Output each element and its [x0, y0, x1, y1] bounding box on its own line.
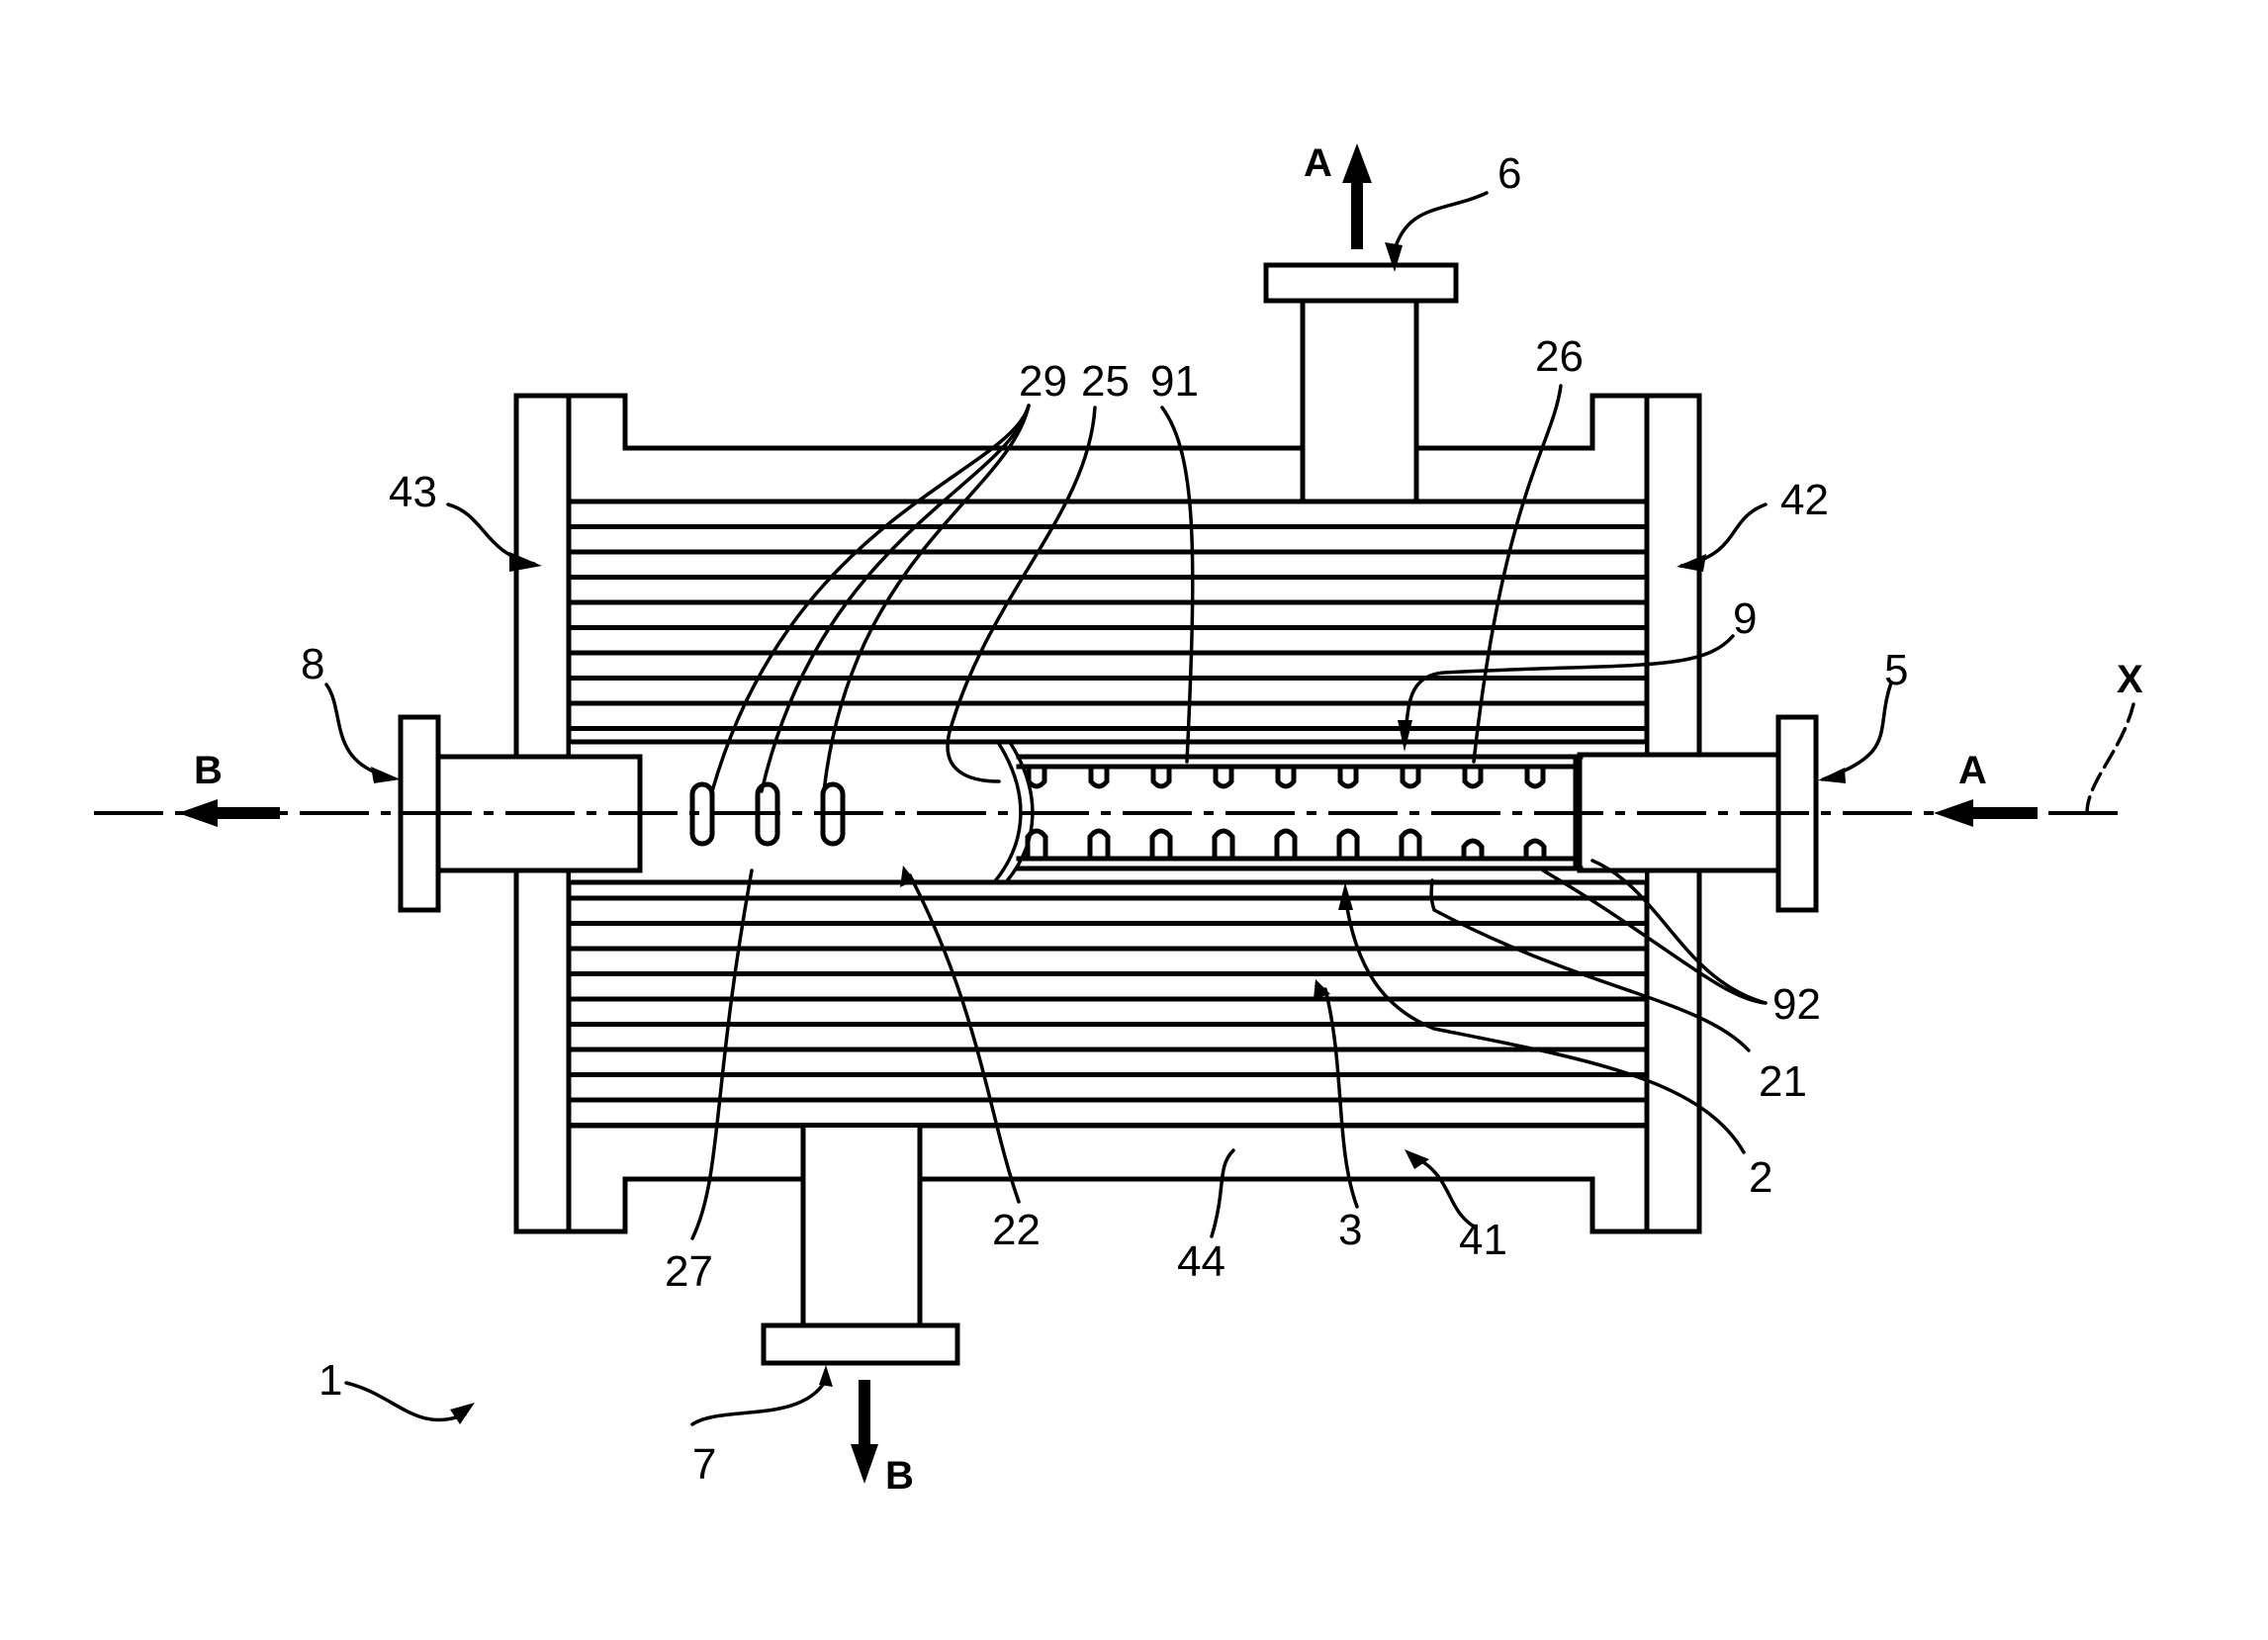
fin-92 — [1461, 838, 1485, 862]
leader-3 — [1323, 987, 1359, 1209]
label-25: 25 — [1081, 357, 1130, 406]
fin-92 — [1025, 828, 1048, 862]
arrow-b-bottom-icon — [851, 1380, 878, 1484]
shell-41 — [566, 393, 1650, 1234]
label-41: 41 — [1459, 1216, 1507, 1264]
fin-91 — [1088, 764, 1110, 789]
label-1: 1 — [318, 1356, 342, 1405]
leader-29b — [760, 404, 1031, 793]
arrow-b-left-icon — [178, 799, 280, 827]
leader-29a — [710, 404, 1031, 793]
fin-92 — [1399, 828, 1422, 862]
arrow-a-right-icon — [1934, 799, 2038, 827]
leader-44 — [1210, 1148, 1235, 1238]
label-92: 92 — [1772, 980, 1821, 1029]
fin-92 — [1212, 828, 1235, 862]
leader-5 — [1821, 681, 1893, 781]
label-43: 43 — [389, 468, 437, 516]
top-nozzle-pipe — [1303, 300, 1416, 498]
leader-91 — [1160, 406, 1195, 764]
top-nozzle-flange — [1263, 262, 1459, 304]
leader-25 — [946, 406, 1097, 783]
fin-92 — [1336, 828, 1360, 862]
fin-91 — [1150, 764, 1172, 789]
tube-bundle-lower — [571, 895, 1645, 1129]
leader-29c — [822, 404, 1031, 793]
label-91: 91 — [1150, 357, 1199, 406]
leader-27 — [690, 868, 754, 1240]
bottom-nozzle-flange — [761, 1322, 960, 1366]
label-9: 9 — [1733, 594, 1757, 643]
fin-92 — [1149, 828, 1173, 862]
label-8: 8 — [301, 640, 324, 688]
label-29: 29 — [1019, 357, 1067, 406]
insert-end-25 — [992, 742, 1023, 884]
leader-92b — [1590, 859, 1768, 1005]
fin-92 — [1087, 828, 1111, 862]
label-flow-a-right: A — [1958, 749, 1987, 792]
leader-2 — [1343, 893, 1746, 1154]
fin-91 — [1400, 764, 1421, 789]
leader-1 — [344, 1381, 467, 1422]
fin-91 — [1337, 764, 1359, 789]
leader-21 — [1429, 878, 1751, 1052]
label-6: 6 — [1497, 149, 1521, 198]
leader-6 — [1391, 191, 1489, 259]
label-26: 26 — [1535, 332, 1584, 381]
label-axis-x: X — [2117, 658, 2143, 701]
leader-9 — [1403, 634, 1735, 739]
leader-8 — [324, 683, 393, 779]
labels: A 6 29 25 91 26 43 42 9 8 5 X B A 92 21 … — [194, 141, 2143, 1498]
label-flow-b-left: B — [194, 749, 223, 792]
tube-bundle-upper — [571, 499, 1645, 731]
fin-91 — [1462, 764, 1484, 789]
label-flow-a-top: A — [1304, 141, 1332, 185]
fin-91 — [1524, 764, 1546, 789]
label-42: 42 — [1780, 476, 1829, 524]
label-flow-b-bottom: B — [885, 1454, 914, 1498]
label-22: 22 — [992, 1206, 1041, 1254]
label-2: 2 — [1749, 1153, 1772, 1202]
bottom-nozzle-pipe — [803, 1128, 920, 1325]
label-5: 5 — [1884, 646, 1908, 694]
fin-91 — [1213, 764, 1234, 789]
arrow-a-top-icon — [1342, 143, 1372, 249]
label-27: 27 — [665, 1247, 713, 1296]
leader-lines — [324, 191, 2135, 1426]
leader-7 — [690, 1378, 828, 1426]
label-3: 3 — [1338, 1206, 1362, 1254]
leader-92a — [1541, 868, 1768, 1005]
fin-91 — [1275, 764, 1297, 789]
leader-x — [2085, 702, 2135, 815]
leader-26 — [1472, 384, 1563, 764]
label-21: 21 — [1759, 1057, 1807, 1106]
label-7: 7 — [692, 1440, 716, 1489]
insert-9 — [1016, 754, 1584, 871]
insert-end-25-inner — [1004, 742, 1035, 884]
fin-92 — [1274, 828, 1298, 862]
fin-92 — [1523, 838, 1547, 862]
label-44: 44 — [1177, 1237, 1225, 1286]
leader-22 — [908, 873, 1021, 1204]
